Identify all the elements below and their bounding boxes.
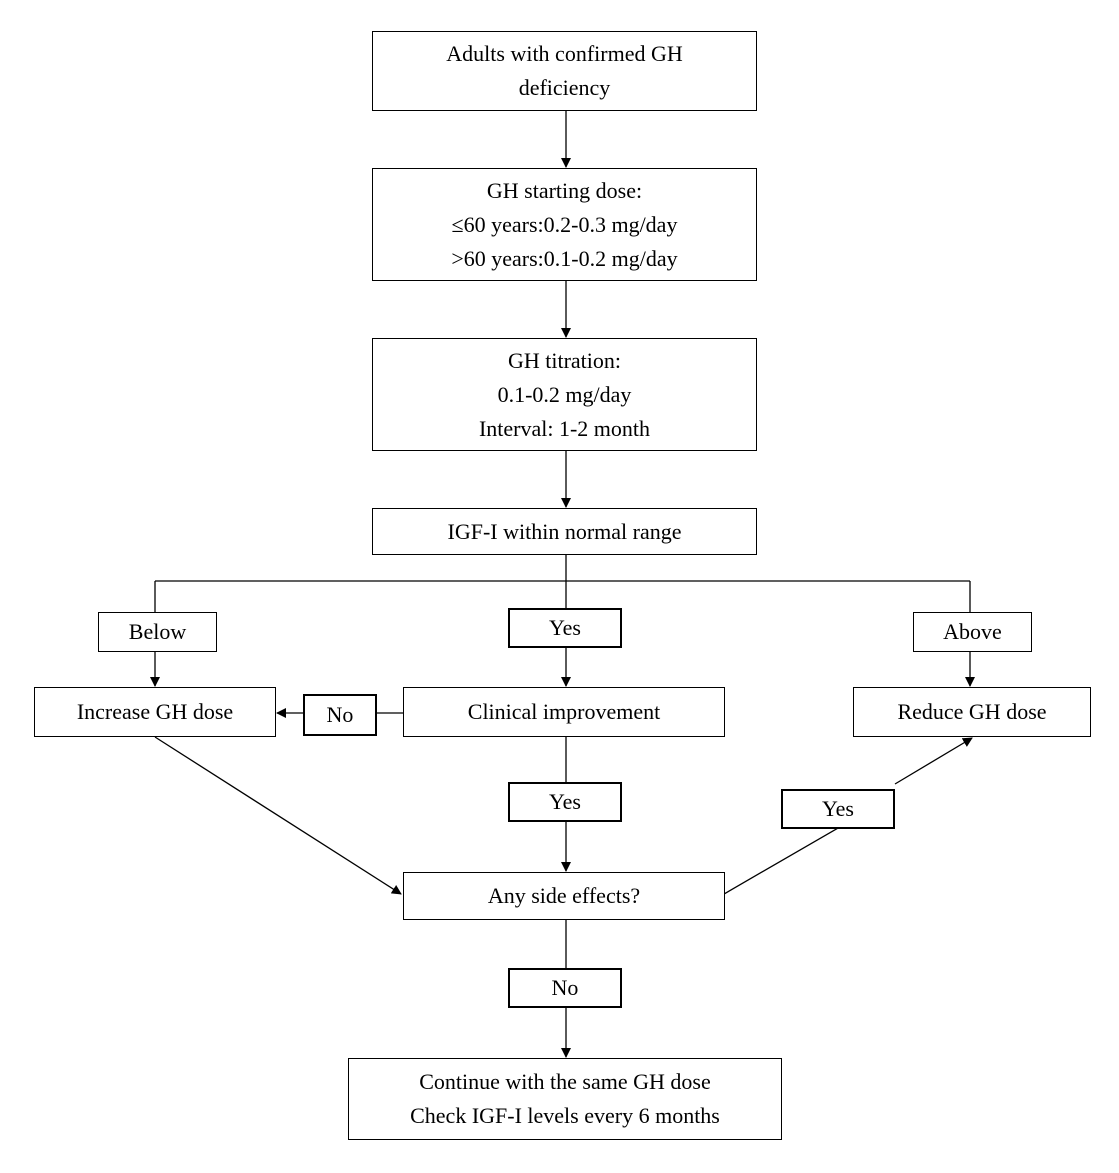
node-line: Check IGF-I levels every 6 months xyxy=(410,1103,720,1128)
node-text: Increase GH dose xyxy=(76,699,234,724)
node-line: GH starting dose: xyxy=(486,177,643,203)
label-text: Above xyxy=(943,619,1002,644)
label-yes-normal: Yes xyxy=(508,608,622,648)
node-continue-same-dose: Continue with the same GH dose Check IGF… xyxy=(348,1058,782,1140)
node-gh-titration: GH titration: 0.1-0.2 mg/day Interval: 1… xyxy=(372,338,757,451)
label-yes-improvement: Yes xyxy=(508,782,622,822)
node-clinical-improvement: Clinical improvement xyxy=(403,687,725,737)
label-text: Yes xyxy=(548,789,581,814)
label-no-improvement: No xyxy=(303,694,377,736)
node-line: Continue with the same GH dose xyxy=(419,1069,711,1094)
node-text: Reduce GH dose xyxy=(897,699,1047,724)
node-line: 0.1-0.2 mg/day xyxy=(497,381,632,407)
node-line: GH titration: xyxy=(507,347,622,373)
node-any-side-effects: Any side effects? xyxy=(403,872,725,920)
node-line: Interval: 1-2 month xyxy=(478,415,651,441)
arrow-increase-to-side-effects xyxy=(154,736,402,895)
arrow-yes-to-reduce xyxy=(894,737,973,785)
node-line: deficiency xyxy=(518,75,611,100)
label-text: Yes xyxy=(821,796,854,821)
node-line: Adults with confirmed GH xyxy=(446,41,683,66)
label-yes-side-effects: Yes xyxy=(781,789,895,829)
label-text: No xyxy=(326,702,354,727)
line-side-effects-to-yes xyxy=(723,827,839,895)
node-line: ≤60 years:0.2-0.3 mg/day xyxy=(451,211,678,237)
node-text: Any side effects? xyxy=(487,883,641,908)
node-confirmed-gh-deficiency: Adults with confirmed GH deficiency xyxy=(372,31,757,111)
node-reduce-gh-dose: Reduce GH dose xyxy=(853,687,1091,737)
label-text: No xyxy=(551,975,579,1000)
label-no-side-effects: No xyxy=(508,968,622,1008)
label-text: Yes xyxy=(548,615,581,640)
node-igf-within-normal-range: IGF-I within normal range xyxy=(372,508,757,555)
label-text: Below xyxy=(128,619,187,644)
label-above: Above xyxy=(913,612,1032,652)
label-below: Below xyxy=(98,612,217,652)
node-gh-starting-dose: GH starting dose: ≤60 years:0.2-0.3 mg/d… xyxy=(372,168,757,281)
node-text: IGF-I within normal range xyxy=(447,518,682,544)
node-increase-gh-dose: Increase GH dose xyxy=(34,687,276,737)
node-text: Clinical improvement xyxy=(467,699,661,724)
node-line: >60 years:0.1-0.2 mg/day xyxy=(451,245,678,271)
